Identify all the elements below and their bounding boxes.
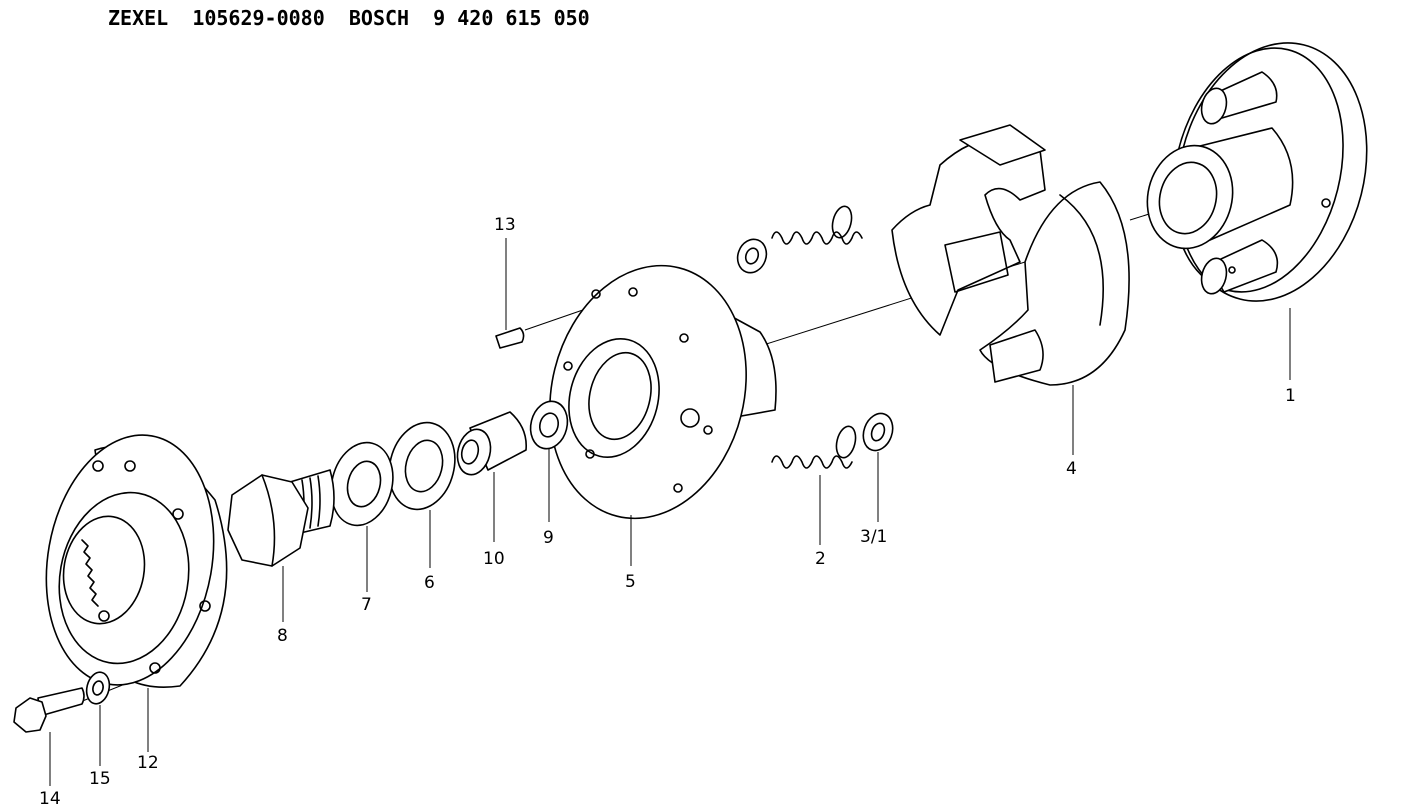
callout-1: 1 <box>1285 386 1296 406</box>
part-2-springs <box>771 205 863 469</box>
part-6-washer <box>388 421 456 511</box>
part-15-lock-washer <box>85 671 111 705</box>
part-9-washer <box>529 400 569 450</box>
callout-13: 13 <box>494 215 516 235</box>
callout-5: 5 <box>625 572 636 592</box>
brand-bosch: BOSCH <box>348 6 410 30</box>
callout-14: 14 <box>39 789 61 809</box>
diagram-header: ZEXEL 105629-0080 BOSCH 9 420 615 050 <box>108 6 590 30</box>
bosch-part-number: 9 420 615 050 <box>433 6 590 30</box>
callout-8: 8 <box>277 626 288 646</box>
part-5-hub-flange <box>549 264 777 520</box>
callout-3-1: 3/1 <box>860 527 887 547</box>
callout-2: 2 <box>815 549 826 569</box>
callout-labels: 1 2 3/1 4 5 6 7 8 9 10 12 13 14 15 <box>39 215 1296 809</box>
part-13-pin <box>495 327 525 349</box>
callout-10: 10 <box>483 549 505 569</box>
part-8-hex-plug <box>227 469 335 567</box>
part-4-coupling-halves <box>891 124 1130 386</box>
callout-leader-lines <box>49 238 1291 786</box>
callout-6: 6 <box>424 573 435 593</box>
callout-15: 15 <box>89 769 111 789</box>
part-12-splined-flange <box>45 434 228 688</box>
part-7-washer <box>330 441 394 527</box>
zexel-part-number: 105629-0080 <box>192 6 325 30</box>
brand-zexel: ZEXEL <box>108 6 169 30</box>
part-3-washers <box>736 238 894 452</box>
part-14-bolt <box>13 687 85 733</box>
callout-7: 7 <box>361 595 372 615</box>
callout-4: 4 <box>1066 459 1077 479</box>
part-10-sleeve <box>456 411 527 476</box>
callout-9: 9 <box>543 528 554 548</box>
callout-12: 12 <box>137 753 159 773</box>
part-1-drive-flange <box>1146 42 1368 302</box>
